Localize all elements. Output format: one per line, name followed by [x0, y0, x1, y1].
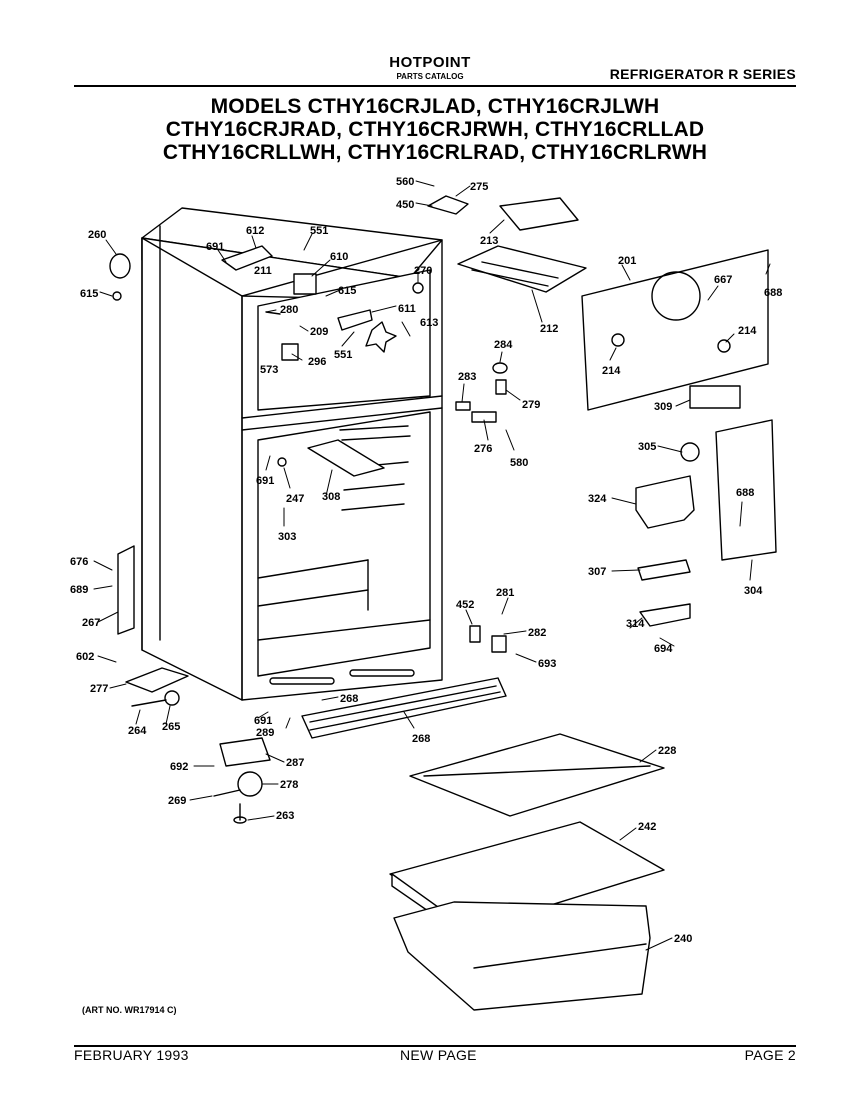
- part-number-label: 613: [420, 317, 438, 329]
- part-number-label: 305: [638, 441, 656, 453]
- part-number-label: 688: [764, 287, 782, 299]
- part-number-label: 247: [286, 493, 304, 505]
- part-number-label: 289: [256, 727, 274, 739]
- part-number-label: 309: [654, 401, 672, 413]
- footer-rule: [74, 1045, 796, 1047]
- models-line-3: CTHY16CRLLWH, CTHY16CRLRAD, CTHY16CRLRWH: [162, 141, 708, 164]
- part-number-label: 268: [340, 693, 358, 705]
- header-rule: [74, 85, 796, 87]
- part-number-label: 676: [70, 556, 88, 568]
- cabinet: [141, 207, 443, 701]
- art-number: (ART NO. WR17914 C): [82, 1005, 177, 1015]
- part-number-label: 267: [82, 617, 100, 629]
- part-number-label: 324: [588, 493, 607, 505]
- part-number-label: 211: [254, 265, 272, 277]
- part-number-label: 242: [638, 821, 656, 833]
- part-number-label: 275: [470, 181, 488, 193]
- part-number-label: 450: [396, 199, 414, 211]
- part-number-label: 278: [280, 779, 298, 791]
- part-number-label: 214: [738, 325, 757, 337]
- part-number-label: 240: [674, 933, 692, 945]
- part-number-label: 263: [276, 810, 294, 822]
- part-number-label: 692: [170, 761, 188, 773]
- part-number-label: 269: [168, 795, 186, 807]
- part-number-label: 667: [714, 274, 732, 286]
- catalog-label: PARTS CATALOG: [396, 72, 464, 81]
- part-number-label: 694: [654, 643, 673, 655]
- part-number-label: 270: [414, 265, 432, 277]
- part-number-label: 264: [128, 725, 147, 737]
- footer-page: PAGE 2: [744, 1047, 796, 1063]
- part-number-label: 615: [80, 288, 98, 300]
- part-number-label: 209: [310, 326, 328, 338]
- part-number-label: 213: [480, 235, 498, 247]
- models-line-1: MODELS CTHY16CRJLAD, CTHY16CRJLWH: [210, 95, 660, 118]
- part-number-label: 228: [658, 745, 676, 757]
- part-number-label: 551: [334, 349, 352, 361]
- part-number-label: 307: [588, 566, 606, 578]
- part-number-label: 314: [626, 618, 645, 630]
- freezer-parts: [109, 195, 769, 411]
- fresh-food-parts: [117, 362, 777, 693]
- part-number-label: 560: [396, 176, 414, 188]
- part-number-label: 304: [744, 585, 763, 597]
- part-number-label: 212: [540, 323, 558, 335]
- part-number-label: 281: [496, 587, 514, 599]
- part-number-label: 287: [286, 757, 304, 769]
- part-number-label: 276: [474, 443, 492, 455]
- brand-name: HOTPOINT: [389, 54, 471, 71]
- part-number-label: 283: [458, 371, 476, 383]
- footer-note: NEW PAGE: [400, 1047, 477, 1063]
- part-number-label: 303: [278, 531, 296, 543]
- part-number-label: 551: [310, 225, 328, 237]
- part-labels: 560 275 450 213 260 612 551 691 610 615 …: [70, 176, 782, 945]
- part-number-label: 580: [510, 457, 528, 469]
- part-number-label: 268: [412, 733, 430, 745]
- part-number-label: 689: [70, 584, 88, 596]
- lower-parts: [131, 677, 665, 1011]
- part-number-label: 282: [528, 627, 546, 639]
- part-number-label: 279: [522, 399, 540, 411]
- part-number-label: 691: [256, 475, 274, 487]
- part-number-label: 615: [338, 285, 356, 297]
- part-number-label: 688: [736, 487, 754, 499]
- part-number-label: 284: [494, 339, 513, 351]
- series-label: REFRIGERATOR R SERIES: [609, 66, 796, 82]
- part-number-label: 691: [254, 715, 272, 727]
- part-number-label: 573: [260, 364, 278, 376]
- part-number-label: 611: [398, 303, 416, 315]
- part-number-label: 265: [162, 721, 180, 733]
- part-number-label: 277: [90, 683, 108, 695]
- part-number-label: 452: [456, 599, 474, 611]
- leader-lines: [93, 180, 771, 951]
- footer-date: FEBRUARY 1993: [74, 1047, 189, 1063]
- part-number-label: 693: [538, 658, 556, 670]
- part-number-label: 691: [206, 241, 224, 253]
- part-number-label: 214: [602, 365, 621, 377]
- models-line-2: CTHY16CRJRAD, CTHY16CRJRWH, CTHY16CRLLAD: [165, 118, 705, 141]
- part-number-label: 280: [280, 304, 298, 316]
- part-number-label: 260: [88, 229, 106, 241]
- part-number-label: 296: [308, 356, 326, 368]
- part-number-label: 610: [330, 251, 348, 263]
- part-number-label: 308: [322, 491, 340, 503]
- part-number-label: 602: [76, 651, 94, 663]
- part-number-label: 201: [618, 255, 636, 267]
- part-number-label: 612: [246, 225, 264, 237]
